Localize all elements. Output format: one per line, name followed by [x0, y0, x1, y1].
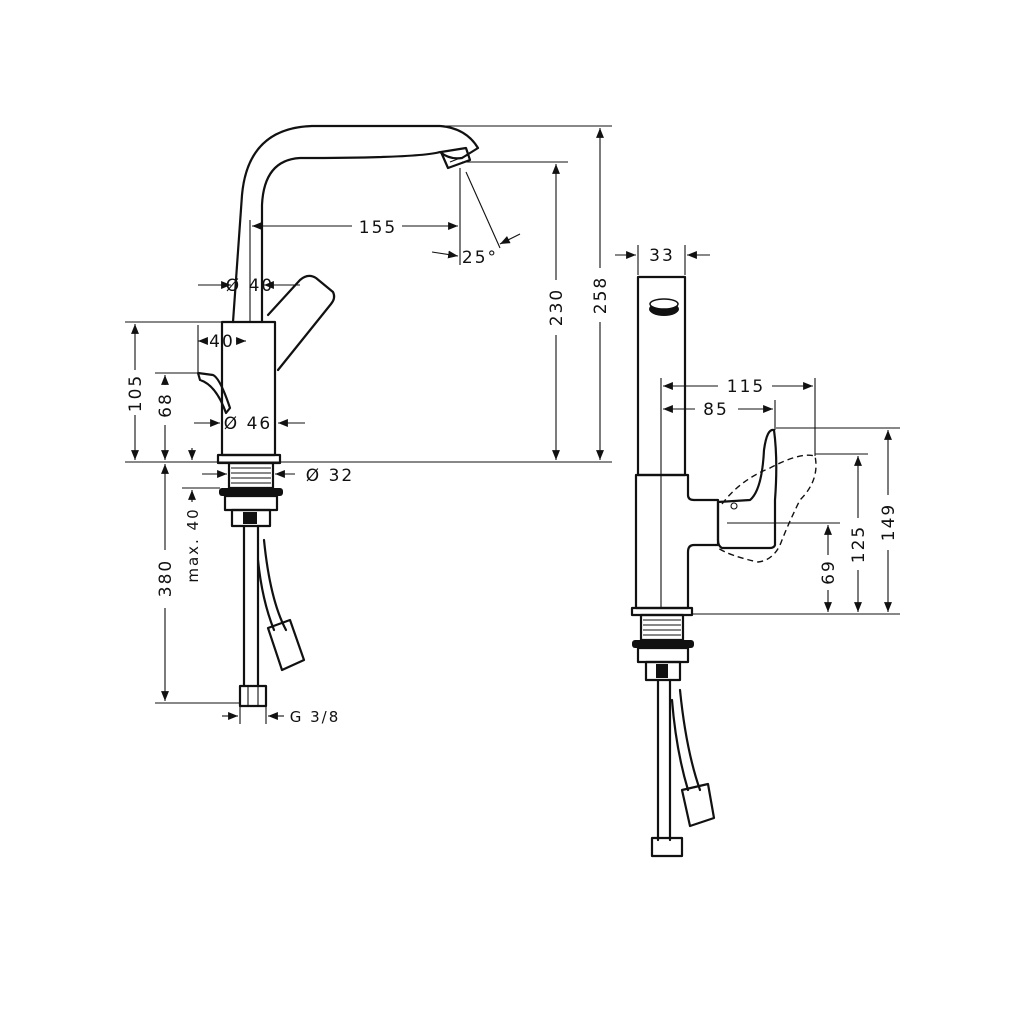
dim-spout-diameter: Ø 40 [226, 276, 274, 296]
dim-spout-reach: 155 [359, 218, 397, 238]
dim-spout-width: 33 [649, 246, 675, 266]
dim-handle-offset: 40 [209, 332, 235, 352]
dim-hose-length: 380 [156, 559, 176, 597]
dim-connection-thread: G 3/8 [290, 708, 341, 726]
front-view: 33 115 85 69 125 149 [615, 245, 900, 858]
dim-handle-top-height: 149 [879, 503, 899, 541]
dim-handle-reach-open: 115 [727, 377, 765, 397]
shank-front [632, 613, 716, 858]
shank [219, 461, 283, 528]
hoses [238, 524, 306, 708]
dim-body-height: 105 [126, 374, 146, 412]
dim-shank-diameter: Ø 32 [306, 466, 354, 486]
dim-total-height: 258 [591, 276, 611, 314]
dim-max-deck-thickness: max. 40 [184, 507, 202, 582]
dim-handle-open-height: 125 [849, 525, 869, 563]
dim-handle-reach: 85 [703, 400, 729, 420]
side-view: 155 25° Ø 40 40 105 68 Ø 46 Ø 32 max. 40 [125, 124, 612, 726]
body-front [634, 473, 720, 610]
lever [266, 274, 336, 372]
dim-body-diameter: Ø 46 [224, 414, 272, 434]
aerator [439, 146, 472, 170]
handle-front [716, 428, 778, 550]
handle-hook [196, 371, 232, 415]
dim-outlet-height: 230 [547, 288, 567, 326]
handle-open-position [717, 454, 817, 563]
dim-spray-angle: 25° [462, 248, 498, 268]
dim-handle-pivot-height: 69 [819, 559, 839, 585]
dim-handle-height: 68 [156, 392, 176, 418]
spout [231, 124, 480, 324]
